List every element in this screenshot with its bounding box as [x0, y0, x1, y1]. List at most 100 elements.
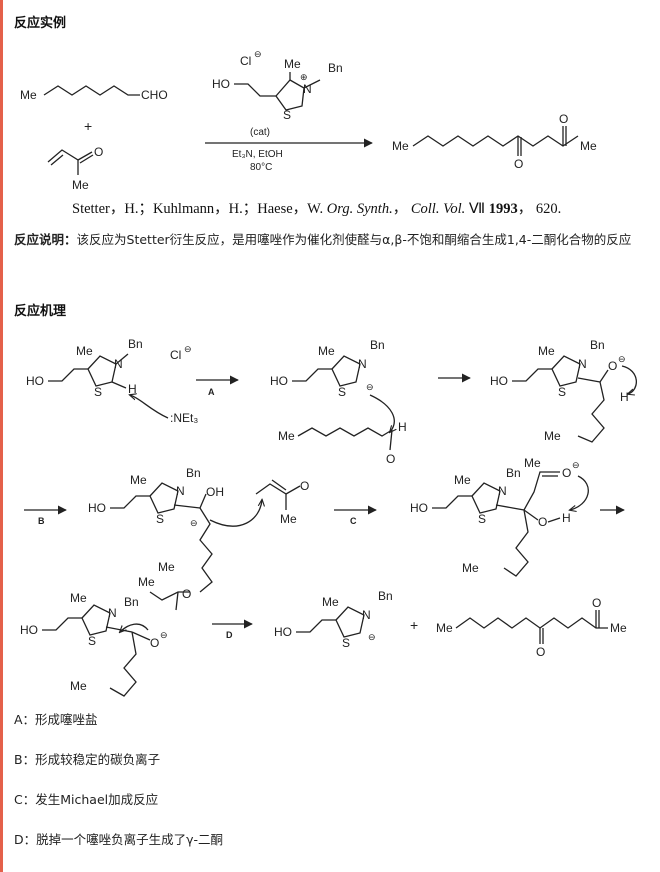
- m1-n: N: [114, 357, 123, 371]
- m5-o: O: [538, 515, 547, 529]
- cat-ho: HO: [212, 77, 230, 91]
- product-me-right: Me: [580, 139, 597, 153]
- m6-o-minus: ⊖: [160, 630, 168, 640]
- m4-n: N: [176, 484, 185, 498]
- m1-ho: HO: [26, 374, 44, 388]
- m6-ketone-o: O: [182, 587, 191, 601]
- base-solvent: Et₃N, EtOH: [232, 149, 283, 160]
- m5-me: Me: [454, 473, 471, 487]
- reactant-plus: +: [84, 118, 92, 134]
- cat-cl: Cl: [240, 54, 251, 68]
- product-me-left: Me: [392, 139, 409, 153]
- cat-me: Me: [284, 57, 301, 71]
- m3-chain-me: Me: [544, 429, 561, 443]
- m3-ho: HO: [490, 374, 508, 388]
- cat-bn: Bn: [328, 61, 343, 75]
- m2-me: Me: [318, 344, 335, 358]
- m5-chain-me: Me: [462, 561, 479, 575]
- explanation-label: 反应说明：: [14, 232, 77, 247]
- m4-me: Me: [130, 473, 147, 487]
- heptanal-cho: CHO: [141, 88, 168, 102]
- citation: Stetter，H.；Kuhlmann，H.；Haese，W. Org. Syn…: [72, 201, 562, 217]
- m6-o: O: [150, 636, 159, 650]
- m5-enol-me: Me: [524, 456, 541, 470]
- m2-n: N: [358, 357, 367, 371]
- cat-s: S: [283, 108, 291, 122]
- m4-s: S: [156, 512, 164, 526]
- m1-bn: Bn: [128, 337, 143, 351]
- label-step-b: B: [38, 516, 45, 526]
- m3-h: H: [620, 390, 629, 404]
- m3-me: Me: [538, 344, 555, 358]
- m4-chain-me: Me: [158, 560, 175, 574]
- m1-cl: Cl: [170, 348, 181, 362]
- m6-ketone-me: Me: [138, 575, 155, 589]
- product-chain: [412, 135, 579, 147]
- m7-s: S: [342, 636, 350, 650]
- section-title-example: 反应实例: [14, 16, 67, 31]
- m5-ho: HO: [410, 501, 428, 515]
- mvk-o: O: [94, 145, 103, 159]
- m6-ho: HO: [20, 623, 38, 637]
- m2-minus: ⊖: [366, 382, 374, 392]
- left-accent-bar: [0, 0, 3, 872]
- m2-ald-h: H: [398, 420, 407, 434]
- temperature: 80°C: [250, 162, 272, 173]
- m3-s: S: [558, 385, 566, 399]
- mvk-chain: [47, 149, 79, 175]
- m7-minus: ⊖: [368, 632, 376, 642]
- label-step-a: A: [208, 387, 215, 397]
- label-step-c: C: [350, 516, 357, 526]
- explanation-text: 该反应为Stetter衍生反应，是用噻唑作为催化剂使醛与α,β-不饱和酮缩合生成…: [76, 232, 632, 247]
- section-title-mechanism: 反应机理: [14, 304, 67, 319]
- m7-plus: +: [410, 617, 418, 633]
- cat-n: N: [303, 82, 312, 96]
- m1-cl-charge: ⊖: [184, 344, 192, 354]
- m3-o: O: [608, 359, 617, 373]
- explanation-paragraph: 反应说明：该反应为Stetter衍生反应，是用噻唑作为催化剂使醛与α,β-不饱和…: [14, 228, 649, 252]
- m7-n: N: [362, 608, 371, 622]
- cat-label: (cat): [250, 127, 270, 138]
- m1-me: Me: [76, 344, 93, 358]
- step-c-description: C：发生Michael加成反应: [14, 792, 159, 807]
- m4-mvk-o: O: [300, 479, 309, 493]
- m1-h: H: [128, 382, 137, 396]
- mvk-me: Me: [72, 178, 89, 192]
- final-me-right: Me: [610, 621, 627, 635]
- final-o-2: O: [592, 596, 601, 610]
- step-d-description: D：脱掉一个噻唑负离子生成了γ-二酮: [14, 832, 224, 847]
- citation-journal: Org. Synth.: [326, 201, 393, 217]
- step-b-description: B：形成较稳定的碳负离子: [14, 752, 161, 767]
- m1-base: :NEt₃: [170, 411, 198, 425]
- citation-pages: 620.: [535, 201, 562, 217]
- m5-s: S: [478, 512, 486, 526]
- heptanal-chain: [43, 85, 140, 96]
- m4-minus: ⊖: [190, 518, 198, 528]
- m5-n: N: [498, 484, 507, 498]
- citation-vol-num: Ⅶ: [468, 201, 486, 217]
- m7-bn: Bn: [378, 589, 393, 603]
- m1-s: S: [94, 385, 102, 399]
- m5-enol-o: O: [562, 466, 571, 480]
- m6-chain-me: Me: [70, 679, 87, 693]
- m6-n: N: [108, 606, 117, 620]
- m3-n: N: [578, 357, 587, 371]
- final-o-1: O: [536, 645, 545, 659]
- step-a-description: A：形成噻唑盐: [14, 712, 98, 727]
- m6-bn: Bn: [124, 595, 139, 609]
- m3-o-minus: ⊖: [618, 354, 626, 364]
- cat-cl-charge: ⊖: [254, 49, 262, 59]
- m4-mvk-me: Me: [280, 512, 297, 526]
- m2-ho: HO: [270, 374, 288, 388]
- citation-authors: Stetter，H.；Kuhlmann，H.；Haese，W.: [72, 201, 324, 217]
- m4-ho: HO: [88, 501, 106, 515]
- m6-me: Me: [70, 591, 87, 605]
- m5-bn: Bn: [506, 466, 521, 480]
- final-me-left: Me: [436, 621, 453, 635]
- cat-n-charge: ⊕: [300, 72, 308, 82]
- product-o-2: O: [559, 112, 568, 126]
- heptanal-me: Me: [20, 88, 37, 102]
- final-chain: [455, 617, 608, 629]
- m5-enol-minus: ⊖: [572, 460, 580, 470]
